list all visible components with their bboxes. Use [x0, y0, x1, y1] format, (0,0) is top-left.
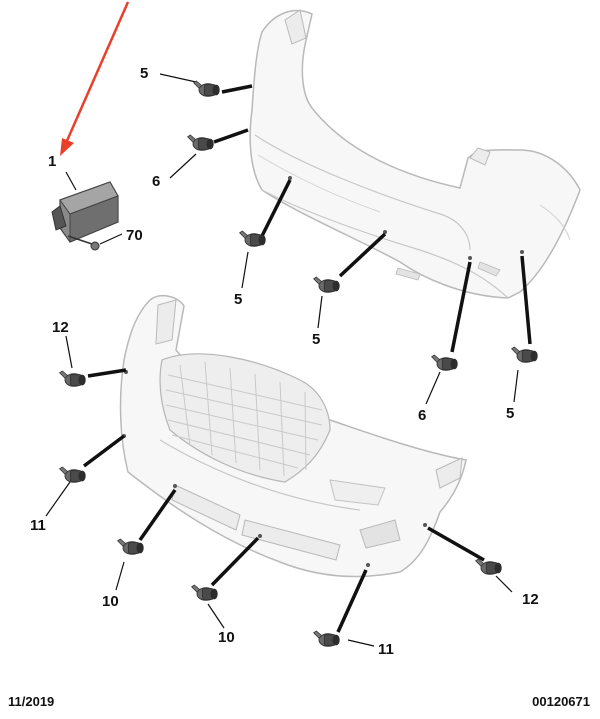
- leader-lines: [82, 84, 532, 633]
- callout-rear-6-right: 6: [418, 407, 426, 424]
- sensor-front-11-bottom: [313, 630, 341, 647]
- callout-rear-5-top: 5: [140, 65, 148, 82]
- sensor-rear-5-mid: [313, 276, 341, 293]
- callout-front-11-bottom: 11: [378, 641, 394, 658]
- indicator-arrow: [60, 1, 130, 156]
- callout-rear-5-left: 5: [234, 291, 242, 308]
- footer-reference: 00120671: [532, 694, 590, 709]
- sensor-front-12-left: [59, 370, 87, 387]
- sensor-rear-6-top: [187, 134, 215, 151]
- footer-date: 11/2019: [8, 694, 55, 709]
- sensor-rear-5-top: [193, 80, 221, 97]
- front-bumper: [119, 294, 467, 578]
- callout-70: 70: [126, 227, 143, 244]
- sensor-front-10-left: [117, 538, 145, 555]
- control-unit: [51, 181, 119, 251]
- sensor-rear-6-right: [431, 354, 459, 371]
- callout-front-12-left: 12: [52, 319, 69, 336]
- rear-bumper: [249, 9, 581, 299]
- sensor-front-10-mid: [191, 584, 219, 601]
- callout-1: 1: [48, 153, 56, 170]
- sensor-front-12-right: [475, 558, 503, 575]
- sensor-front-11-left: [59, 466, 87, 483]
- sensor-rear-5-right: [511, 346, 539, 363]
- callout-leaders: [45, 73, 519, 647]
- callout-front-11-left: 11: [30, 517, 46, 534]
- callout-rear-5-mid: 5: [312, 331, 320, 348]
- callout-rear-5-right: 5: [506, 405, 514, 422]
- callout-front-12-right: 12: [522, 591, 539, 608]
- callout-front-10-left: 10: [102, 593, 119, 610]
- callout-front-10-mid: 10: [218, 629, 235, 646]
- callout-rear-6-top: 6: [152, 173, 160, 190]
